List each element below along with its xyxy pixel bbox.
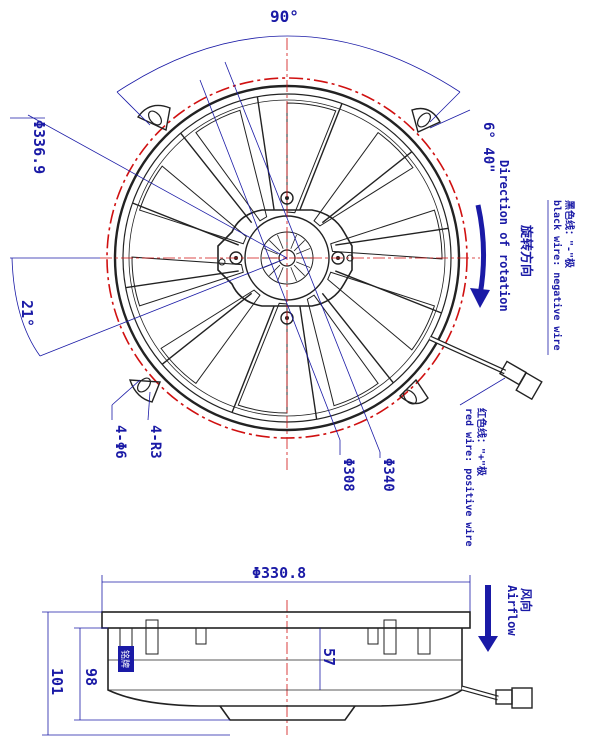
fan-blade [160, 289, 261, 385]
dim-101-label: 101 [48, 668, 66, 695]
fan-blade [195, 109, 268, 222]
motor-rib [293, 264, 305, 276]
frame-spoke [321, 151, 413, 224]
side-wire [461, 685, 533, 709]
motor-rib [269, 264, 281, 276]
rotation-en-label: Direction of rotation [497, 160, 511, 312]
red-wire-en-label: red wire: positive wire [463, 408, 475, 546]
wire-harness [428, 335, 543, 401]
airflow-en-label: Airflow [505, 585, 519, 636]
frame-spoke [180, 132, 253, 224]
red-wire-cn-label: 红色线："+"极 [475, 408, 488, 477]
holes-4-phi6-label: 4-Φ6 [112, 425, 128, 459]
motor-rib [290, 234, 297, 249]
motor-rib [293, 240, 305, 252]
nameplate-box [118, 646, 134, 672]
frame-spoke [335, 270, 442, 314]
shroud-body [107, 628, 463, 707]
fan-blade [327, 271, 436, 351]
dim-98-label: 98 [82, 668, 100, 686]
dia-330-8-label: Φ330.8 [252, 564, 306, 582]
frame-spoke [161, 292, 253, 365]
shroud-flange [101, 611, 471, 629]
leader-336-9 [27, 114, 288, 259]
fan-blades [131, 102, 443, 414]
frame-spoke [132, 202, 239, 246]
fan-blade [131, 256, 244, 307]
airflow-arrow-icon [478, 585, 498, 652]
black-wire-cn-label: 黑色线："-"极 [563, 200, 576, 269]
mounting-tab-top-right [411, 107, 441, 133]
frame-spoke [125, 270, 239, 289]
motor-rib [296, 261, 311, 268]
leader-308 [199, 79, 341, 441]
motor-rib [290, 267, 297, 282]
fan-side-view: 铭牌 [42, 575, 533, 736]
motor-rib [296, 248, 311, 255]
fan-blade [286, 102, 337, 214]
mounting-tab-top-left [136, 104, 171, 132]
motor-rib [277, 267, 284, 282]
frame-spoke [256, 96, 275, 210]
fan-blade [313, 131, 414, 227]
side-brackets [119, 619, 431, 655]
mounting-tab-bottom-right [398, 378, 429, 405]
fan-front-view [100, 38, 543, 470]
fan-blade [330, 209, 443, 260]
motor-rib [269, 240, 281, 252]
angle-6-40-label: 6° 40" [480, 122, 496, 173]
frame-spoke [321, 292, 394, 384]
nameplate-label: 铭牌 [119, 650, 131, 668]
arc-90-dimension [116, 35, 461, 93]
holes-4-r3-label: 4-R3 [147, 425, 163, 459]
motor-mount-plate [217, 209, 353, 307]
fan-blade [237, 302, 288, 414]
motor-bottom [219, 705, 356, 721]
fan-blade [138, 165, 247, 245]
frame-spokes [125, 96, 449, 420]
dim-57-label: 57 [320, 648, 338, 666]
frame-spoke [231, 306, 275, 413]
frame-spoke [335, 227, 449, 246]
angle-21-label: 21° [18, 300, 36, 327]
fan-blade [306, 294, 379, 407]
frame-spoke [299, 103, 343, 210]
rotation-cn-label: 旋转方向 [518, 224, 534, 277]
dimension-annotations-top [10, 35, 549, 458]
dia-340-label: Φ340 [380, 458, 396, 492]
mounting-tab-bottom-left [129, 377, 162, 403]
dia-336-9-label: Φ336.9 [30, 120, 48, 174]
dia-308-label: Φ308 [340, 458, 356, 492]
black-wire-en-label: black wire: negative wire [551, 200, 563, 351]
frame-spoke [299, 306, 318, 420]
angle-90-label: 90° [270, 7, 299, 26]
airflow-cn-label: 风向 [519, 588, 534, 612]
motor-rib [277, 234, 284, 249]
leader-340 [224, 61, 381, 453]
rotation-arrow-icon [470, 204, 490, 308]
